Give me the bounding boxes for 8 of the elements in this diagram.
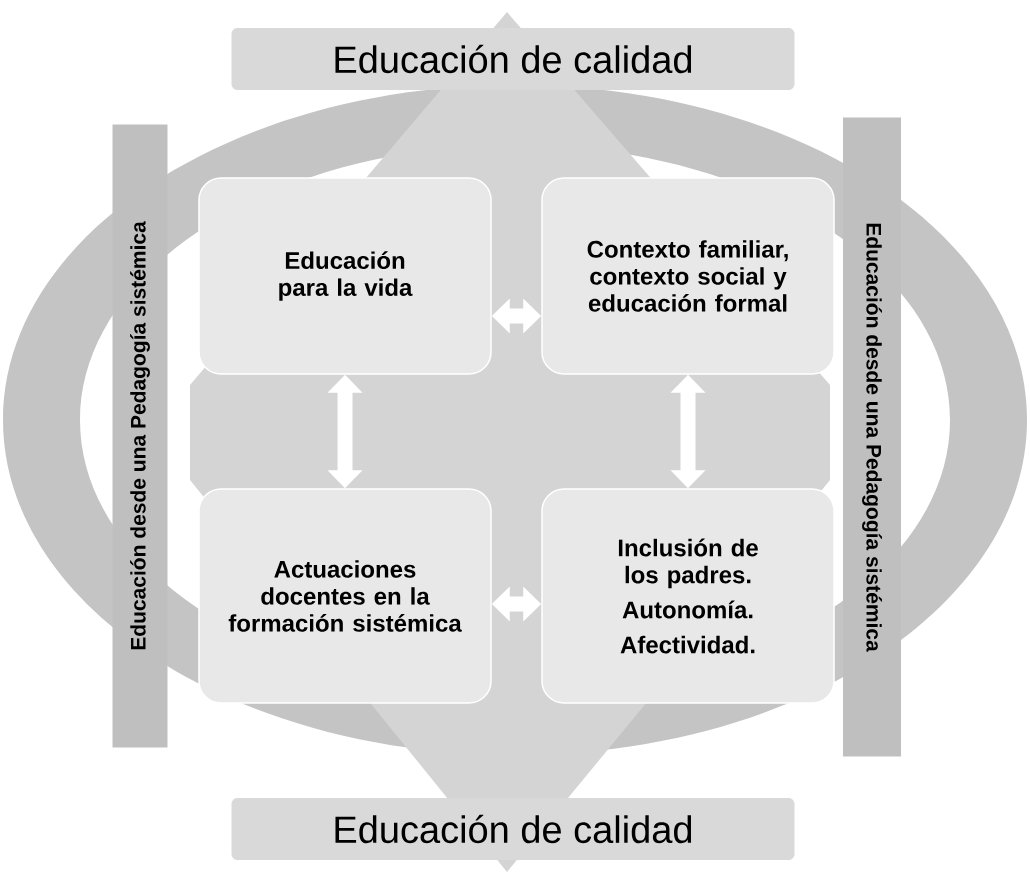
concept-box: Inclusión de los padres. Autonomía. Afectividad.	[541, 488, 835, 704]
concept-box: Educación para la vida	[198, 177, 492, 375]
side-banner: Educación desde una Pedagogía sistémica	[843, 117, 901, 757]
concept-box: Actuaciones docentes en la formación sistémica	[198, 488, 492, 704]
title-banner: Educación de calidad	[231, 28, 795, 90]
side-banner: Educación desde una Pedagogía sistémica	[112, 124, 168, 748]
concept-box: Contexto familiar, contexto social y educación formal	[541, 177, 835, 375]
title-banner: Educación de calidad	[231, 798, 795, 860]
